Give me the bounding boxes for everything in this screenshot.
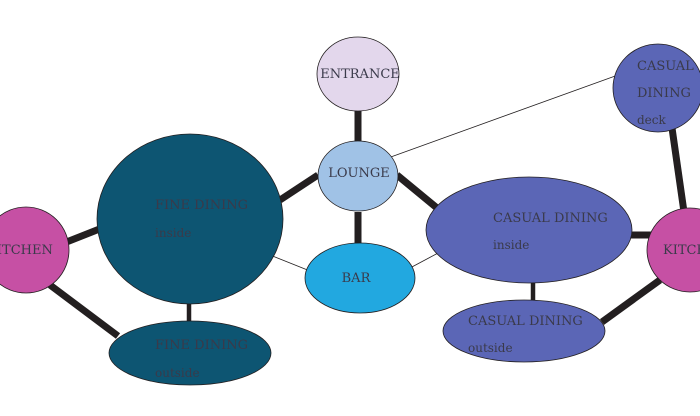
node-casual-dining-deck-label: CASUAL xyxy=(637,59,694,74)
node-fine-dining-inside: FINE DINING inside xyxy=(96,133,284,305)
node-casual-dining-inside-sublabel: inside xyxy=(493,238,529,252)
medium-connectors xyxy=(186,282,536,322)
node-fine-dining-outside-shape xyxy=(108,320,272,386)
node-fine-dining-outside: FINE DINING outside xyxy=(108,320,272,386)
connector-bar-casual-inside xyxy=(409,251,441,269)
node-lounge-shape xyxy=(317,140,399,212)
node-fine-dining-outside-label: FINE DINING xyxy=(155,338,248,353)
node-casual-dining-deck: CASUAL DINING deck xyxy=(612,43,700,133)
node-kitchen-left-label: KITCHEN xyxy=(0,243,53,258)
node-fine-dining-outside-sublabel: outside xyxy=(155,366,200,380)
node-lounge: LOUNGE xyxy=(317,140,399,212)
node-casual-dining-outside: CASUAL DINING outside xyxy=(442,299,606,363)
connector-casual-deck-kitchen-right xyxy=(668,127,688,213)
strong-connectors xyxy=(47,110,688,339)
node-fine-dining-inside-sublabel: inside xyxy=(155,226,191,240)
connector-lounge-fine-inside xyxy=(278,172,320,203)
node-kitchen-left: KITCHEN xyxy=(0,206,70,294)
connector-kitchen-left-fine-inside xyxy=(62,224,104,247)
node-entrance-shape xyxy=(316,36,400,112)
node-casual-dining-deck-sublabel: deck xyxy=(637,113,667,127)
node-bar-shape xyxy=(304,242,416,314)
node-casual-dining-outside-label: CASUAL DINING xyxy=(468,314,583,329)
connector-casual-outside-kitchen-right xyxy=(599,277,663,325)
node-bar: BAR xyxy=(304,242,416,314)
node-casual-dining-inside-label: CASUAL DINING xyxy=(493,211,608,226)
connector-lounge-casual-inside xyxy=(394,172,440,211)
connector-lounge-casual-deck xyxy=(387,74,619,159)
weak-connectors xyxy=(269,74,619,272)
node-kitchen-right: KITCHEN xyxy=(646,207,700,293)
node-kitchen-right-shape xyxy=(646,207,700,293)
node-kitchen-left-shape xyxy=(0,206,70,294)
node-casual-dining-outside-shape xyxy=(442,299,606,363)
node-kitchen-right-label: KITCHEN xyxy=(663,243,700,258)
node-bar-label: BAR xyxy=(342,271,372,286)
node-casual-dining-deck-label-2: DINING xyxy=(637,86,691,101)
node-lounge-label: LOUNGE xyxy=(328,166,390,181)
connector-kitchen-left-fine-outside xyxy=(47,282,121,339)
node-entrance: ENTRANCE xyxy=(316,36,400,112)
node-casual-dining-inside-shape xyxy=(425,176,633,284)
node-entrance-label: ENTRANCE xyxy=(320,67,400,82)
node-casual-dining-outside-sublabel: outside xyxy=(468,341,513,355)
node-casual-dining-deck-shape xyxy=(612,43,700,133)
connector-fine-inside-bar xyxy=(269,254,311,272)
node-fine-dining-inside-shape xyxy=(96,133,284,305)
node-casual-dining-inside: CASUAL DINING inside xyxy=(425,176,633,284)
node-fine-dining-inside-label: FINE DINING xyxy=(155,198,248,213)
